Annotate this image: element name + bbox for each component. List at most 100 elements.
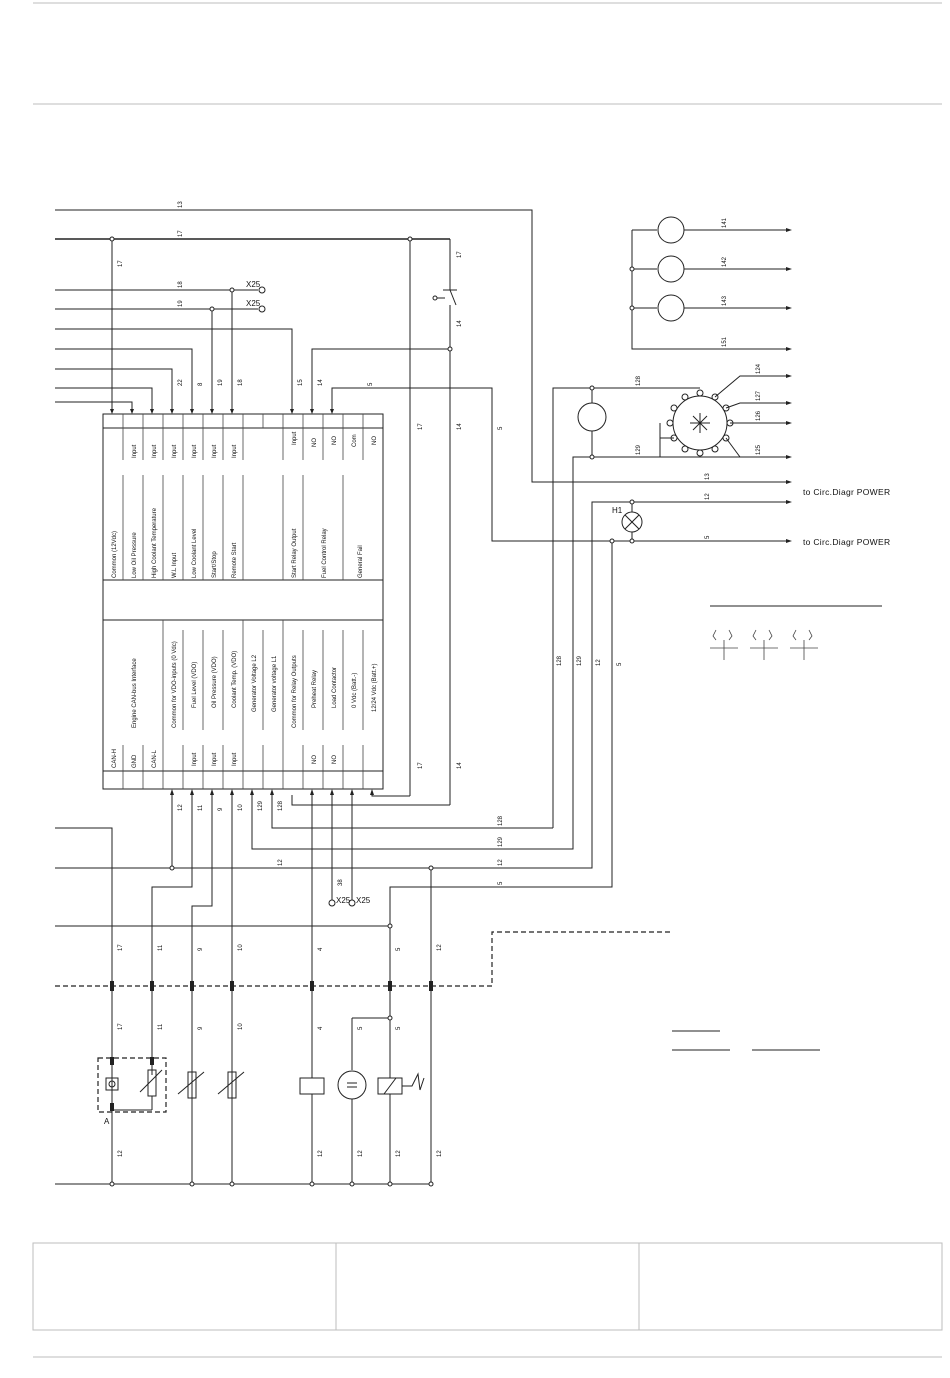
wire-number: 12	[358, 1150, 364, 1157]
sender-unit-a	[97, 1057, 167, 1113]
wire-number: 12	[705, 493, 711, 500]
wire-number: 10	[238, 944, 244, 951]
signal-gen-voltage-l2: Generator Voltage L2	[252, 654, 258, 712]
signal-wl-input: W.L Input	[172, 553, 178, 578]
wire-number: 13	[705, 473, 711, 480]
wire-number: 126	[756, 410, 762, 421]
wire-number: 12	[318, 1150, 324, 1157]
wire-number: 5	[368, 382, 374, 386]
sender-label: A	[104, 1117, 110, 1126]
meter-icon	[577, 402, 607, 432]
type-label: Input	[132, 444, 138, 458]
type-label: NO	[372, 436, 378, 445]
type-label: Input	[192, 444, 198, 458]
wire-number: 4	[318, 947, 324, 951]
wire-number: 18	[238, 379, 244, 386]
signal-remote-start: Remote Start	[232, 542, 238, 578]
wire-number: 11	[198, 804, 204, 811]
signal-high-coolant-temp: High Coolant Temperature	[152, 507, 158, 578]
type-label: Input	[212, 752, 218, 766]
wire-number: 12	[498, 859, 504, 866]
connector-x25: X25	[246, 299, 261, 308]
wire-number: 38	[338, 879, 344, 886]
wire-number: 13	[178, 201, 184, 208]
reference-power: to Circ.Diagr POWER	[803, 487, 890, 497]
signal-preheat-relay: Preheat Relay	[312, 670, 318, 708]
type-label: Input	[192, 752, 198, 766]
wire-number: 5	[617, 662, 623, 666]
wire-number: 129	[636, 444, 642, 455]
reference-power: to Circ.Diagr POWER	[803, 537, 890, 547]
wire-number: 4	[318, 1026, 324, 1030]
wire-number: 19	[178, 300, 184, 307]
signal-common-vdo: Common for VDO-inputs (0 Vdc)	[172, 641, 178, 728]
relay-coil-icon	[299, 1077, 325, 1095]
wire-number: 129	[258, 800, 264, 811]
engine-boundary	[55, 931, 672, 1111]
wire-number: 10	[238, 804, 244, 811]
wire-number: 22	[178, 379, 184, 386]
signal-gen-voltage-l1: Generator voltage L1	[272, 655, 278, 712]
wire-number: 14	[457, 423, 463, 430]
legend-lines	[672, 1030, 820, 1051]
wire-number: 128	[557, 655, 563, 666]
wire-number: 17	[418, 423, 424, 430]
alternator-icon	[337, 1070, 367, 1100]
connector-x25: X25	[246, 280, 261, 289]
wire-number: 12	[278, 859, 284, 866]
wire-number: 12	[396, 1150, 402, 1157]
wire-number: 124	[756, 363, 762, 374]
wire-number: 11	[158, 1023, 164, 1030]
bottom-wiring: X25 X25 128 129 12 5 12 11 9 10 129 128 …	[55, 655, 623, 1184]
controller-module: Common (12Vdc) Low Oil Pressure High Coo…	[102, 413, 384, 790]
wire-number: 17	[118, 944, 124, 951]
wire-number: 12	[437, 1150, 443, 1157]
wire-number: 5	[396, 947, 402, 951]
connector-x25: X25	[336, 896, 351, 905]
wire-number: 12	[118, 1150, 124, 1157]
type-label: CAN-H	[112, 749, 118, 768]
signal-low-coolant-level: Low Coolant Level	[192, 529, 198, 578]
gauge-icon	[657, 294, 685, 322]
wire-number: 19	[218, 379, 224, 386]
type-label: GND	[132, 754, 138, 768]
wire-number: 17	[457, 251, 463, 258]
wire-number: 128	[278, 800, 284, 811]
wire-number: 143	[722, 295, 728, 306]
wire-number: 12	[178, 804, 184, 811]
wire-number: 17	[118, 1023, 124, 1030]
signal-low-oil-pressure: Low Oil Pressure	[132, 532, 138, 578]
wire-number: 9	[198, 1026, 204, 1030]
lamp-label: H1	[612, 506, 623, 515]
wire-number: 151	[722, 336, 728, 347]
signal-general-fail: General Fail	[358, 545, 364, 578]
wire-number: 5	[705, 535, 711, 539]
wire-number: 14	[318, 379, 324, 386]
wire-number: 127	[756, 390, 762, 401]
wire-number: 17	[418, 762, 424, 769]
wire-number: 17	[178, 230, 184, 237]
wire-number: 15	[298, 379, 304, 386]
sensors: A 17 11 9 10 4 5 12 17	[55, 944, 443, 1187]
type-label: NO	[332, 436, 338, 445]
type-label: Input	[212, 444, 218, 458]
gauge-icon	[657, 216, 685, 244]
signal-oil-pressure: Oil Pressure (VDO)	[212, 656, 218, 708]
type-label: Input	[292, 431, 298, 445]
type-label: Input	[172, 444, 178, 458]
wire-number: 142	[722, 256, 728, 267]
top-wiring: X25 X25 13 17 17 18 19 17 14 22 8 19 18 …	[55, 201, 790, 805]
type-label: Input	[232, 444, 238, 458]
wire-number: 5	[396, 1026, 402, 1030]
gauge-icon	[657, 255, 685, 283]
switch-legend-icon	[710, 629, 818, 660]
connector-x25: X25	[356, 896, 371, 905]
signal-fuel-control-relay: Fuel Control Relay	[322, 528, 328, 578]
wire-number: 12	[437, 944, 443, 951]
wire-number: 129	[498, 836, 504, 847]
type-label: Com	[352, 434, 358, 447]
signal-12-24vdc: 12/24 Vdc (Batt.+)	[372, 663, 378, 712]
signal-fuel-level: Fuel Level (VDO)	[192, 662, 198, 708]
wire-number: 8	[198, 382, 204, 386]
